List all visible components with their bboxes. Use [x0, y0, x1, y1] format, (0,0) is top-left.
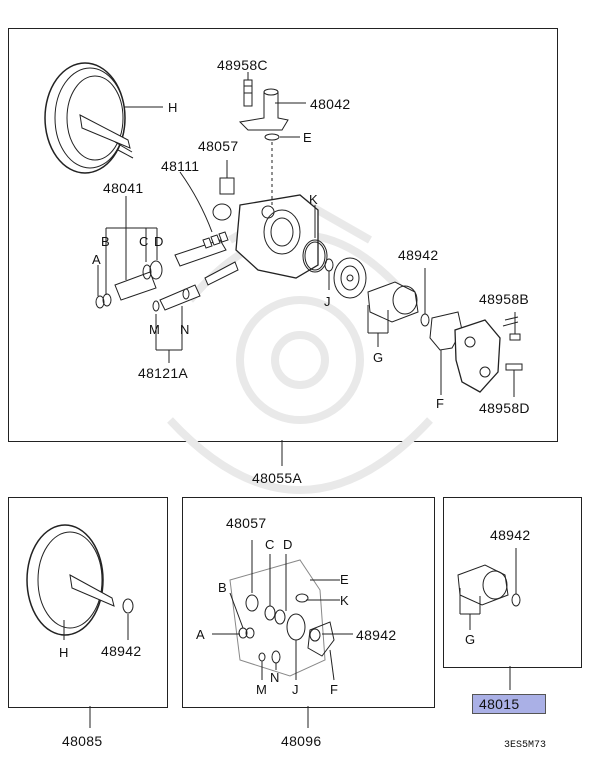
- callout-48111: 48111: [161, 158, 200, 174]
- part-number-48096[interactable]: 48096: [281, 733, 322, 749]
- check-valve-parts: [152, 261, 239, 312]
- callout-J: J: [324, 294, 331, 309]
- cam-kit-callout-G: G: [465, 632, 476, 647]
- seal-kit-callout-48942: 48942: [356, 627, 397, 643]
- seal-kit-callout-M: M: [256, 682, 267, 697]
- pulley-kit-box: [8, 497, 168, 708]
- callout-C: C: [139, 234, 149, 249]
- callout-N: N: [180, 322, 190, 337]
- seal-kit-callout-E: E: [340, 572, 349, 587]
- pulley-illustration: [44, 62, 134, 174]
- callout-48958B: 48958B: [479, 291, 530, 307]
- callout-B: B: [101, 234, 110, 249]
- pulley-kit-callout-H: H: [59, 645, 69, 660]
- callout-H: H: [168, 100, 178, 115]
- pulley-kit-callout-48942: 48942: [101, 643, 142, 659]
- part-number-48015[interactable]: 48015: [472, 694, 546, 714]
- rear-cover: [454, 319, 501, 393]
- cam-ring: [367, 281, 419, 323]
- callout-48057: 48057: [198, 138, 239, 154]
- seal-kit-callout-D: D: [283, 537, 293, 552]
- pump-housing: [212, 142, 319, 279]
- callout-E: E: [303, 130, 312, 145]
- seal-kit-illustration: [229, 559, 335, 677]
- callout-D: D: [154, 234, 164, 249]
- callout-K: K: [309, 192, 318, 207]
- seal-kit-callout-N: N: [270, 670, 280, 685]
- seal-kit-callout-48057: 48057: [226, 515, 267, 531]
- seal-kit-callout-J: J: [292, 682, 299, 697]
- callout-48958C: 48958C: [217, 57, 268, 73]
- pulley-kit-illustration: [26, 524, 134, 636]
- callout-F: F: [436, 396, 444, 411]
- callout-M: M: [149, 322, 160, 337]
- callout-48041: 48041: [103, 180, 144, 196]
- callout-48942: 48942: [398, 247, 439, 263]
- bracket-and-bolt: [238, 79, 289, 141]
- cam-kit-callout-48942: 48942: [490, 527, 531, 543]
- seal-kit-callout-A: A: [196, 627, 205, 642]
- callout-48042: 48042: [310, 96, 351, 112]
- seal-kit-callout-B: B: [218, 580, 227, 595]
- part-number-48085[interactable]: 48085: [62, 733, 103, 749]
- seal-kit-callout-K: K: [340, 593, 349, 608]
- connector-assembly: [95, 260, 163, 309]
- callout-48121A: 48121A: [138, 365, 189, 381]
- seal-kit-callout-F: F: [330, 682, 338, 697]
- rotor: [333, 257, 367, 299]
- cam-kit-illustration: [457, 564, 521, 607]
- flow-valve: [174, 171, 229, 267]
- part-number-48055A[interactable]: 48055A: [252, 470, 303, 486]
- callout-G: G: [373, 350, 384, 365]
- seal-kit-callout-C: C: [265, 537, 275, 552]
- drawing-code: 3ES5M73: [504, 740, 547, 751]
- callout-48958D: 48958D: [479, 400, 530, 416]
- callout-A: A: [92, 252, 101, 267]
